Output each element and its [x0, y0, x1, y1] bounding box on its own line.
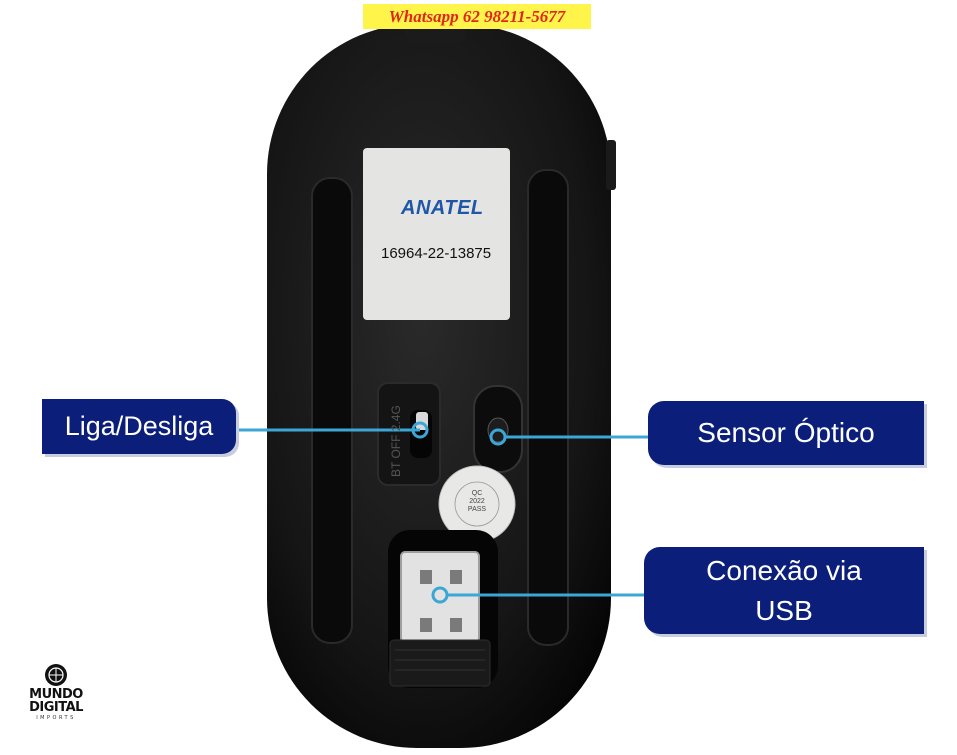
left-rail	[311, 177, 353, 644]
callout-usb-line1: Conexão via	[706, 554, 862, 586]
usb-connector	[400, 551, 480, 643]
qc-line2: 2022	[469, 498, 485, 505]
qc-seal-text: QC 2022 PASS	[455, 490, 499, 514]
right-rail	[527, 169, 569, 646]
anatel-code: 16964-22-13875	[381, 245, 492, 262]
brand-logo: MUNDO DIGITAL IMPORTS	[18, 662, 94, 722]
brand-line3: IMPORTS	[36, 715, 76, 721]
anatel-brand: ANATEL	[401, 197, 484, 219]
callout-optical-sensor: Sensor Óptico	[648, 401, 924, 465]
mouse-side-button	[606, 140, 616, 190]
switch-marking: BT OFF 2.4G	[389, 405, 403, 477]
power-switch-recess	[377, 382, 441, 486]
callout-usb-line2: USB	[755, 594, 813, 626]
whatsapp-watermark: Whatsapp 62 98211-5677	[363, 4, 591, 29]
usb-receiver-body	[389, 639, 491, 687]
callout-power-switch: Liga/Desliga	[42, 399, 236, 454]
brand-line1: MUNDO	[29, 687, 83, 702]
callout-usb-connection: Conexão via USB	[644, 547, 924, 634]
anatel-sticker: ANATEL 16964-22-13875	[363, 148, 510, 320]
qc-line3: PASS	[467, 506, 487, 513]
brand-line2: DIGITAL	[29, 700, 83, 715]
qc-line1: QC	[471, 490, 483, 497]
